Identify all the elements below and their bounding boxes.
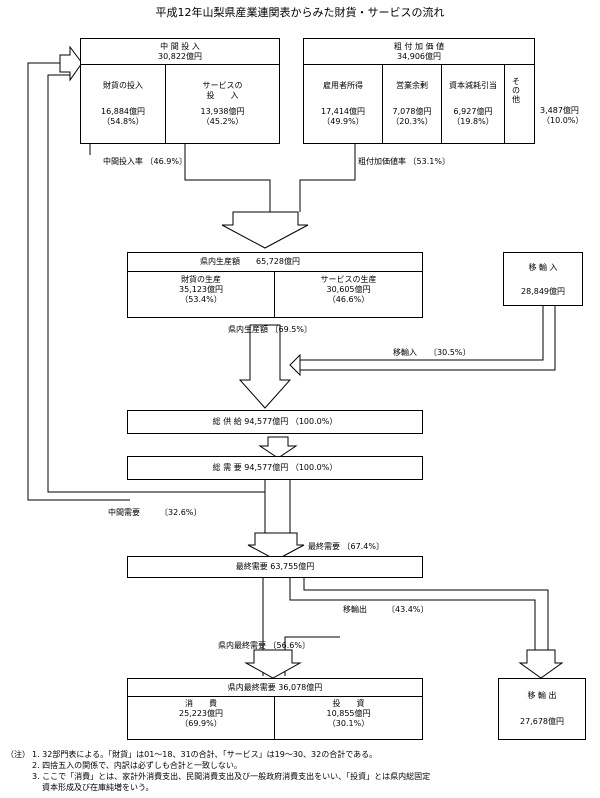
intermediate-input-box: 中 間 投 入 30,822億円 財貨の投入 16,884億円 （54.8%） … xyxy=(80,38,280,144)
employee-income-value: 17,414億円 xyxy=(321,107,365,116)
imports-share-label: 移輸入 〔30.5%〕 xyxy=(393,348,471,357)
depreciation-value: 6,927億円 xyxy=(453,107,493,116)
services-input-pct: （45.2%） xyxy=(201,117,244,126)
production-share-label: 県内生産額 〔69.5%〕 xyxy=(228,325,312,334)
value-added-head: 粗 付 加 価 値 xyxy=(393,42,445,51)
divider xyxy=(274,271,275,318)
exports-arrow xyxy=(518,649,564,679)
final-demand-box: 最終需要 63,755億円 xyxy=(127,556,423,578)
domestic-final-head: 県内最終需要 36,078億円 xyxy=(227,683,323,692)
exports-head: 移 輸 出 xyxy=(527,691,557,700)
services-input-value: 13,938億円 xyxy=(200,107,245,116)
note-3: 3. ここで「消費」とは、家計外消費支出、民間消費支出及び一般政府消費支出をいい… xyxy=(32,772,431,781)
exports-box: 移 輸 出 27,678億円 xyxy=(498,678,586,740)
exports-share-label: 移輸出 〔43.4%〕 xyxy=(343,605,429,614)
operating-surplus-value: 7,078億円 xyxy=(392,107,432,116)
divider xyxy=(304,64,534,65)
exports-value: 27,678億円 xyxy=(520,717,564,726)
total-demand-box: 総 需 要 94,577億円 （100.0%） xyxy=(127,456,423,480)
services-input-label-2: 投 入 xyxy=(206,91,239,100)
merge-arrow xyxy=(221,211,309,249)
value-added-total: 34,906億円 xyxy=(397,52,441,61)
employee-income-label: 雇用者所得 xyxy=(323,81,363,90)
divider xyxy=(382,64,383,144)
total-supply-box: 総 供 給 94,577億円 （100.0%） xyxy=(127,410,423,434)
services-input-label: サービスの xyxy=(202,81,243,90)
value-added-box: 粗 付 加 価 値 34,906億円 雇用者所得 17,414億円 （49.9%… xyxy=(303,38,535,144)
divider xyxy=(441,64,442,144)
divider xyxy=(128,696,422,697)
intermediate-input-total: 30,822億円 xyxy=(158,52,202,61)
final-demand-arrow xyxy=(247,532,305,561)
services-production-value: 30,605億円 xyxy=(326,285,371,294)
other-pct: （10.0%） xyxy=(542,116,584,125)
divider xyxy=(165,64,166,144)
diagram-title: 平成12年山梨県産業連関表からみた財貨・サービスの流れ xyxy=(155,6,445,19)
imports-head: 移 輸 入 xyxy=(528,263,558,272)
note-3-cont: 資本形成及び在庫純増をいう。 xyxy=(42,783,154,792)
note-1: 1. 32部門表による。「財貨」は01～18、31の合計、「サービス」は19～3… xyxy=(32,750,378,759)
note-2: 2. 四捨五入の関係で、内訳は必ずしも合計と一致しない。 xyxy=(32,761,242,770)
investment-label: 投 資 xyxy=(332,699,365,708)
depreciation-pct: （19.8%） xyxy=(452,117,494,126)
divider xyxy=(504,64,505,144)
imports-box: 移 輸 入 28,849億円 xyxy=(503,252,583,306)
consumption-pct: （69.9%） xyxy=(180,719,222,728)
domestic-final-demand-box: 県内最終需要 36,078億円 消 費 25,223億円 （69.9%） 投 資… xyxy=(127,678,423,740)
intermediate-input-head: 中 間 投 入 xyxy=(160,42,200,51)
consumption-value: 25,223億円 xyxy=(179,709,223,718)
goods-input-value: 16,884億円 xyxy=(101,107,145,116)
production-head: 県内生産額 65,728億円 xyxy=(200,257,300,266)
operating-surplus-pct: （20.3%） xyxy=(391,117,433,126)
total-supply: 総 供 給 94,577億円 （100.0%） xyxy=(212,417,338,426)
investment-value: 10,855億円 xyxy=(326,709,371,718)
divider xyxy=(81,64,279,65)
imports-value: 28,849億円 xyxy=(521,287,565,296)
services-production-label: サービスの生産 xyxy=(320,275,377,284)
divider xyxy=(274,696,275,740)
divider xyxy=(128,271,422,272)
intermediate-demand-label: 中間需要 〔32.6%〕 xyxy=(108,508,202,517)
other-label: その他 xyxy=(512,77,520,104)
employee-income-pct: （49.9%） xyxy=(322,117,364,126)
intermediate-input-rate: 中間投入率 〔46.9%〕 xyxy=(103,157,187,166)
notes-prefix: （注） xyxy=(6,750,30,759)
final-demand-share-label: 最終需要 〔67.4%〕 xyxy=(308,542,384,551)
goods-input-pct: （54.8%） xyxy=(102,117,144,126)
intermediate-input-arrow xyxy=(59,45,83,82)
goods-production-value: 35,123億円 xyxy=(179,285,223,294)
goods-production-pct: （53.4%） xyxy=(180,295,222,304)
imports-merge-arrow xyxy=(289,353,301,377)
operating-surplus-label: 営業余剰 xyxy=(396,81,428,90)
production-box: 県内生産額 65,728億円 財貨の生産 35,123億円 （53.4%） サー… xyxy=(127,252,423,318)
depreciation-label: 資本減耗引当 xyxy=(449,81,497,90)
consumption-label: 消 費 xyxy=(185,699,217,708)
final-demand: 最終需要 63,755億円 xyxy=(235,562,315,571)
supply-to-demand-arrow xyxy=(258,436,298,459)
services-production-pct: （46.6%） xyxy=(327,295,370,304)
value-added-rate: 粗付加価値率 〔53.1%〕 xyxy=(358,157,450,166)
goods-input-label: 財貨の投入 xyxy=(103,81,143,90)
domestic-final-share-label: 県内最終需要 〔56.6%〕 xyxy=(218,641,310,650)
investment-pct: （30.1%） xyxy=(327,719,370,728)
domestic-final-arrow xyxy=(244,649,302,679)
total-demand: 総 需 要 94,577億円 （100.0%） xyxy=(212,463,338,472)
other-value: 3,487億円 xyxy=(540,106,579,115)
production-to-supply-arrow xyxy=(238,324,292,409)
goods-production-label: 財貨の生産 xyxy=(181,275,221,284)
